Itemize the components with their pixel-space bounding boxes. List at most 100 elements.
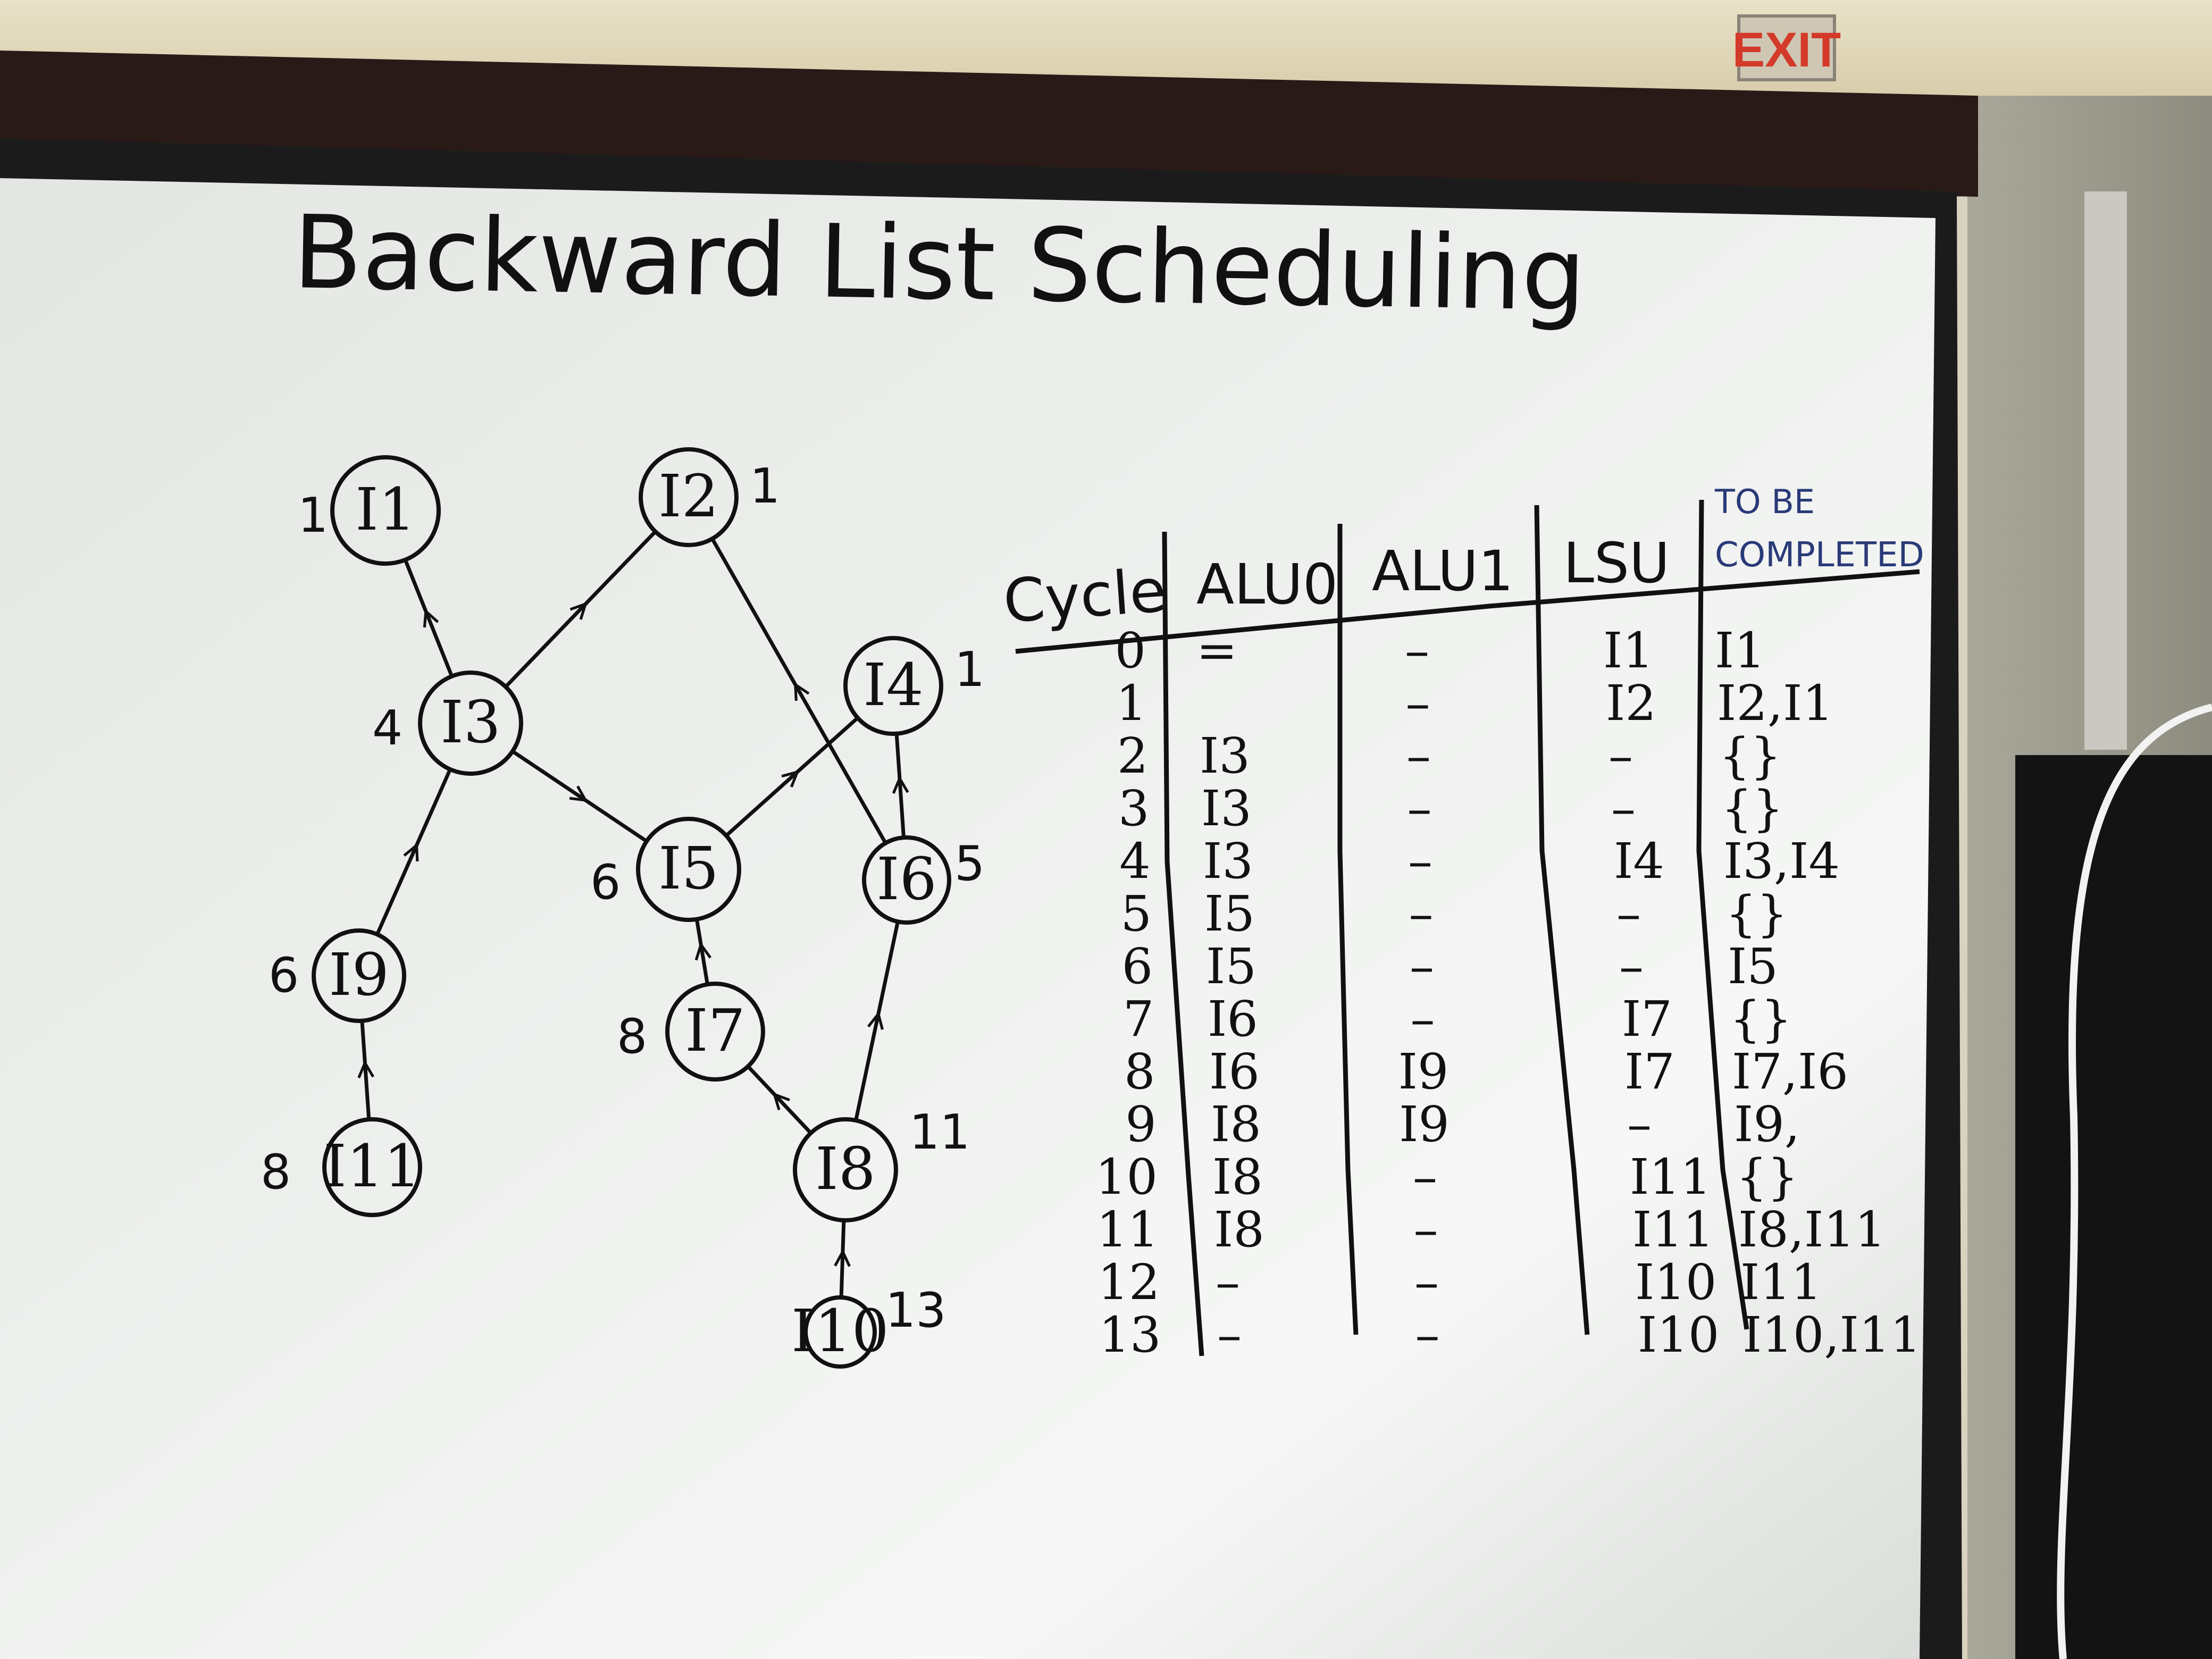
node-I9-weight: 6	[269, 948, 299, 1003]
table-cell-alu1: –	[1413, 1149, 1437, 1205]
table-cell-lsu: I10	[1638, 1306, 1719, 1363]
node-I3: I34	[372, 671, 523, 776]
table-cell-alu1: –	[1415, 1306, 1440, 1363]
table-cell-lsu: I10	[1635, 1254, 1716, 1311]
table-cell-cycle: 0	[1115, 622, 1146, 679]
table-cell-cycle: 9	[1125, 1096, 1157, 1153]
node-I11-circle	[322, 1117, 422, 1217]
table-cell-alu1: –	[1411, 991, 1435, 1048]
node-I11-label: I11	[323, 1132, 421, 1200]
table-cell-cycle: 3	[1118, 780, 1150, 837]
table-cell-alu1: –	[1406, 675, 1430, 732]
node-I4-label: I4	[863, 651, 923, 719]
table-divider-4	[1696, 499, 1749, 1330]
table-cell-cycle: 10	[1095, 1149, 1158, 1205]
node-I7-weight: 8	[617, 1009, 647, 1065]
header-lsu: LSU	[1563, 531, 1670, 596]
table-cell-completed: I5	[1728, 938, 1778, 995]
table-cell-alu1: –	[1405, 622, 1429, 679]
header-cycle: Cycle	[1001, 556, 1168, 636]
node-I6-label: I6	[876, 845, 936, 913]
cubicle-post	[2084, 191, 2127, 750]
table-cell-lsu: I2	[1606, 675, 1656, 732]
node-I8-label: I8	[815, 1135, 875, 1203]
node-I1-label: I1	[355, 475, 415, 543]
table-cell-lsu: I4	[1614, 833, 1664, 890]
node-I3-weight: 4	[372, 700, 403, 756]
node-I7: I78	[617, 982, 765, 1082]
node-I3-circle	[418, 671, 523, 776]
table-cell-lsu: –	[1608, 727, 1633, 784]
node-I9-circle	[312, 928, 406, 1023]
node-I5-weight: 6	[590, 854, 621, 910]
node-I5-circle	[636, 817, 741, 922]
table-cell-lsu: –	[1619, 938, 1644, 995]
table-cell-alu1: –	[1406, 727, 1431, 784]
dark-panel	[2015, 755, 2212, 1659]
table-cell-alu0: I5	[1206, 938, 1256, 995]
table-cell-alu1: –	[1414, 1201, 1438, 1258]
table-cell-completed: {}	[1730, 991, 1792, 1048]
table-cell-completed: {}	[1725, 885, 1788, 942]
node-I9: I9 6	[269, 928, 406, 1023]
table-cell-completed: I3,I4	[1723, 833, 1840, 890]
node-I8-weight: 11	[909, 1104, 970, 1160]
table-cell-lsu: I7	[1622, 991, 1672, 1048]
table-cell-alu1: –	[1407, 780, 1432, 837]
table-cell-cycle: 2	[1117, 727, 1149, 784]
table-cell-lsu: –	[1616, 885, 1641, 942]
node-I4-weight: 1	[954, 642, 985, 698]
table-cell-alu0: I8	[1214, 1201, 1264, 1258]
node-I7-circle	[665, 982, 765, 1082]
node-I2-label: I2	[658, 462, 718, 530]
graph-edges	[362, 530, 904, 1298]
table-cell-alu1: I9	[1398, 1043, 1449, 1100]
table-cell-alu0: I6	[1209, 1043, 1260, 1100]
table-cell-completed: {}	[1719, 727, 1781, 784]
node-I4-circle	[843, 636, 943, 736]
table-cell-alu1: –	[1414, 1254, 1439, 1311]
node-I10-label: I10	[791, 1297, 889, 1365]
table-cell-completed: I2,I1	[1717, 675, 1833, 732]
node-I4: I4 1	[843, 636, 985, 736]
table-cell-completed: {}	[1721, 780, 1783, 837]
header-alu1: ALU1	[1372, 539, 1513, 604]
header-completed: COMPLETED	[1715, 535, 1924, 575]
table-cell-lsu: I1	[1603, 622, 1654, 679]
table-cell-completed: I11	[1740, 1254, 1822, 1311]
table-cell-alu0: I3	[1201, 780, 1252, 837]
node-I1-circle	[330, 455, 441, 566]
table-divider-1	[1162, 531, 1204, 1356]
table-cell-cycle: 5	[1120, 885, 1152, 942]
table-cell-completed: I1	[1715, 622, 1765, 679]
node-I1-weight: 1	[298, 488, 328, 543]
edge-I6-to-I4	[896, 733, 903, 838]
node-I10-circle	[803, 1295, 877, 1369]
table-cell-alu0: –	[1217, 1306, 1242, 1363]
table-cell-completed: I9,	[1734, 1096, 1800, 1153]
board-surface	[0, 178, 1936, 1659]
node-I9-label: I9	[329, 941, 389, 1009]
node-I8-circle	[793, 1117, 898, 1222]
edge-I3-to-I2	[504, 530, 657, 689]
edge-I9-to-I3	[375, 768, 452, 935]
table-cell-cycle: 4	[1119, 833, 1151, 890]
exit-sign-text: EXIT	[1732, 23, 1841, 77]
edge-I8-to-I6	[854, 921, 900, 1121]
table-cell-lsu: –	[1627, 1096, 1652, 1153]
